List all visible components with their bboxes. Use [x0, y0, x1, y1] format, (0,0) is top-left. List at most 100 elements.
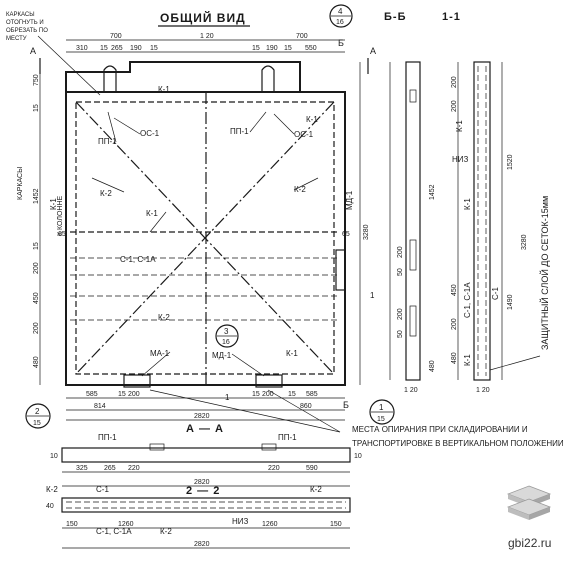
- svg-text:К-2: К-2: [310, 485, 322, 494]
- svg-text:10: 10: [354, 453, 362, 460]
- support-note: МЕСТА ОПИРАНИЯ ПРИ СКЛАДИРОВАНИИ И ТРАНС…: [352, 425, 564, 448]
- svg-text:15: 15: [33, 242, 40, 250]
- note-carcasses-side: КАРКАСЫ: [17, 167, 24, 200]
- svg-text:10: 10: [50, 453, 58, 460]
- mark-k2-right: К-2: [294, 185, 306, 194]
- title-section-11: 1-1: [442, 11, 461, 23]
- svg-text:1520: 1520: [507, 154, 514, 170]
- svg-text:Б: Б: [338, 38, 344, 48]
- svg-text:15: 15: [33, 420, 41, 427]
- svg-text:4: 4: [338, 7, 343, 16]
- svg-text:К-1: К-1: [463, 354, 472, 366]
- svg-text:65: 65: [58, 231, 66, 238]
- svg-text:15: 15: [288, 391, 296, 398]
- svg-text:65: 65: [342, 231, 350, 238]
- svg-text:1 20: 1 20: [200, 33, 214, 40]
- dimensions-bottom: 585 15 200 15 200 15 585 814 860 2820: [66, 391, 345, 421]
- svg-text:ОБРЕЗАТЬ ПО: ОБРЕЗАТЬ ПО: [6, 28, 48, 34]
- svg-text:2820: 2820: [194, 479, 210, 486]
- svg-text:3: 3: [224, 327, 229, 336]
- svg-text:КАРКАСЫ: КАРКАСЫ: [6, 12, 35, 18]
- svg-text:750: 750: [33, 74, 40, 86]
- svg-text:480: 480: [429, 360, 436, 372]
- title-section-22: 2 — 2: [186, 485, 220, 497]
- note-to-column: К КОЛОННЕ: [57, 195, 64, 236]
- mark-k1-center: К-1: [146, 209, 158, 218]
- svg-text:16: 16: [222, 339, 230, 346]
- svg-text:НИЗ: НИЗ: [452, 155, 469, 164]
- svg-text:1 20: 1 20: [476, 387, 490, 394]
- mark-k1-top-left: К-1: [158, 85, 170, 94]
- svg-text:1452: 1452: [429, 184, 436, 200]
- svg-text:220: 220: [128, 465, 140, 472]
- svg-text:ПП-1: ПП-1: [278, 433, 297, 442]
- title-general-view: ОБЩИЙ ВИД: [160, 10, 246, 25]
- svg-text:190: 190: [130, 45, 142, 52]
- svg-text:15: 15: [33, 104, 40, 112]
- svg-text:ОТОГНУТЬ И: ОТОГНУТЬ И: [6, 20, 44, 26]
- callout-left: 2 15: [25, 403, 51, 429]
- svg-text:2820: 2820: [194, 413, 210, 420]
- svg-text:15: 15: [100, 45, 108, 52]
- section-11-view: 200 200 450 200 480 1520 1490 3280 К-1 Н…: [451, 61, 550, 394]
- mark-md1: МД-1: [212, 351, 232, 360]
- svg-text:40: 40: [46, 503, 54, 510]
- svg-text:ПП-1: ПП-1: [98, 433, 117, 442]
- mark-ma1: МА-1: [150, 349, 170, 358]
- svg-text:МЕСТУ: МЕСТУ: [6, 36, 27, 42]
- carcass-note: КАРКАСЫ ОТОГНУТЬ И ОБРЕЗАТЬ ПО МЕСТУ: [6, 12, 101, 96]
- dimensions-left: 750 15 1452 15 200 450 200 480 65: [33, 62, 66, 385]
- mark-k1-bottom: К-1: [286, 349, 298, 358]
- svg-text:С-1: С-1: [491, 287, 500, 300]
- mark-os1-right: ОС-1: [294, 130, 314, 139]
- leaders: [91, 111, 341, 433]
- svg-text:2: 2: [35, 407, 40, 416]
- panel-general-view: [65, 61, 346, 388]
- svg-text:16: 16: [336, 19, 344, 26]
- mark-k2-left: К-2: [100, 189, 112, 198]
- mark-k2-bottom: К-2: [158, 313, 170, 322]
- svg-text:К-2: К-2: [160, 527, 172, 536]
- svg-text:200: 200: [451, 76, 458, 88]
- callout-top: 4 16: [329, 4, 353, 28]
- svg-text:200: 200: [33, 262, 40, 274]
- svg-text:200: 200: [397, 246, 404, 258]
- svg-text:1: 1: [379, 403, 384, 412]
- callout-right: 1 15: [369, 399, 395, 425]
- svg-text:700: 700: [296, 33, 308, 40]
- svg-text:265: 265: [104, 465, 116, 472]
- mark-k1-top-right: К-1: [306, 115, 318, 124]
- svg-text:200: 200: [451, 100, 458, 112]
- svg-text:480: 480: [33, 356, 40, 368]
- svg-text:С-1: С-1: [96, 485, 109, 494]
- svg-text:50: 50: [397, 330, 404, 338]
- svg-text:А: А: [370, 46, 376, 56]
- svg-text:480: 480: [451, 352, 458, 364]
- svg-text:50: 50: [397, 268, 404, 276]
- svg-text:С-1, С-1А: С-1, С-1А: [96, 527, 132, 536]
- svg-text:15: 15: [252, 391, 260, 398]
- svg-text:325: 325: [76, 465, 88, 472]
- svg-text:1452: 1452: [33, 188, 40, 204]
- svg-text:150: 150: [330, 521, 342, 528]
- svg-text:МЕСТА ОПИРАНИЯ ПРИ СКЛАДИРОВАН: МЕСТА ОПИРАНИЯ ПРИ СКЛАДИРОВАНИИ И: [352, 425, 528, 434]
- svg-text:200: 200: [397, 308, 404, 320]
- svg-text:15: 15: [377, 416, 385, 423]
- svg-text:310: 310: [76, 45, 88, 52]
- svg-text:700: 700: [110, 33, 122, 40]
- title-section-aa: А — А: [186, 423, 224, 435]
- svg-text:НИЗ: НИЗ: [232, 517, 249, 526]
- mark-os1-left: ОС-1: [140, 129, 160, 138]
- svg-text:200: 200: [33, 322, 40, 334]
- svg-text:265: 265: [111, 45, 123, 52]
- brand-logo-icon: [506, 485, 552, 520]
- svg-text:1: 1: [225, 393, 230, 402]
- svg-text:220: 220: [268, 465, 280, 472]
- svg-text:ТРАНСПОРТИРОВКЕ В ВЕРТИКАЛЬНОМ: ТРАНСПОРТИРОВКЕ В ВЕРТИКАЛЬНОМ ПОЛОЖЕНИИ: [352, 439, 564, 448]
- svg-text:450: 450: [33, 292, 40, 304]
- svg-text:150: 150: [66, 521, 78, 528]
- svg-text:15: 15: [284, 45, 292, 52]
- mark-md1-right-vertical: МД-1: [345, 190, 354, 210]
- svg-text:190: 190: [266, 45, 278, 52]
- svg-text:585: 585: [86, 391, 98, 398]
